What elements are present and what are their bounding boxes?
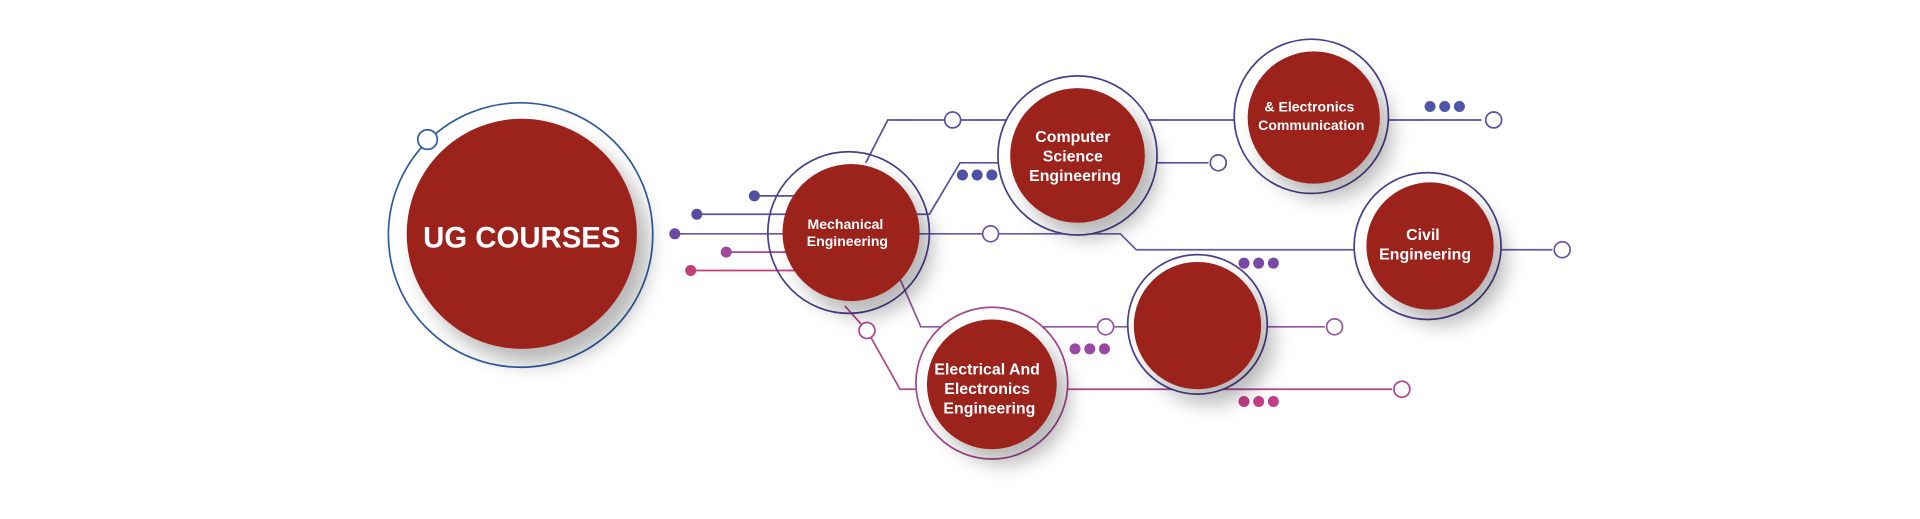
line-electrical	[844, 305, 1393, 391]
ring-node	[943, 111, 962, 129]
dot	[720, 246, 732, 258]
svg-text:Computer Science E: Computer Science Engineering	[1029, 129, 1121, 185]
course-label-line: Electronics	[944, 381, 1030, 398]
course-label-line: Civil	[1406, 227, 1440, 244]
course-electronics-communication[interactable]: & Electronics Communication	[1233, 38, 1390, 195]
course-label-line: Engineering	[943, 401, 1035, 418]
line-end-dots	[669, 190, 760, 277]
dot	[669, 228, 681, 240]
ug-courses-title: UG COURSES	[423, 221, 620, 254]
course-label-line: Electrical And	[934, 362, 1040, 379]
course-label-line: Computer	[1035, 129, 1110, 146]
ug-courses-node: UG COURSES	[387, 101, 654, 369]
ring-node	[1209, 153, 1228, 172]
svg-text:Mechanical Engineering: Mechanical Engineering	[807, 216, 888, 249]
svg-text:Electrical And Electroni: Electrical And Electronics Engineering	[934, 362, 1044, 418]
dot	[691, 208, 703, 220]
course-civil[interactable]: Civil Engineering	[1353, 171, 1502, 321]
ellipsis-electrical	[1238, 395, 1279, 407]
ring-node	[1325, 318, 1344, 336]
course-label-line: Science	[1043, 149, 1103, 166]
course-electrical[interactable]: Electrical And Electronics Engineering	[915, 306, 1069, 460]
course-computer-science[interactable]: Computer Science Engineering	[997, 75, 1158, 236]
ellipsis-blank	[1069, 343, 1110, 355]
course-label-line: Engineering	[1379, 247, 1471, 264]
ellipsis-middle	[1238, 257, 1279, 269]
course-label-line: Communication	[1258, 117, 1364, 133]
course-label-line: & Electronics	[1264, 98, 1354, 114]
dot	[748, 190, 760, 202]
course-label-line: Engineering	[1029, 168, 1121, 185]
ellipsis-dots	[956, 100, 1465, 407]
course-label-line: Mechanical	[808, 216, 884, 232]
ring-nodes	[858, 111, 1572, 399]
ring-node	[858, 321, 876, 340]
ellipsis-cs	[956, 169, 998, 181]
svg-text:Civil Engineering: Civil Engineering	[1379, 227, 1471, 264]
course-mechanical[interactable]: Mechanical Engineering	[766, 150, 931, 315]
ring-node	[1393, 380, 1411, 399]
svg-text:& Electronics Communicat: & Electronics Communication	[1258, 98, 1364, 132]
ring-node	[1553, 240, 1572, 259]
dot	[685, 265, 697, 277]
ring-node	[1096, 318, 1115, 336]
ring-node	[981, 224, 1000, 243]
ring-node	[1484, 111, 1503, 129]
ellipsis-ec	[1424, 100, 1465, 113]
course-blank[interactable]	[1126, 253, 1269, 396]
course-label-line: Engineering	[807, 233, 888, 249]
